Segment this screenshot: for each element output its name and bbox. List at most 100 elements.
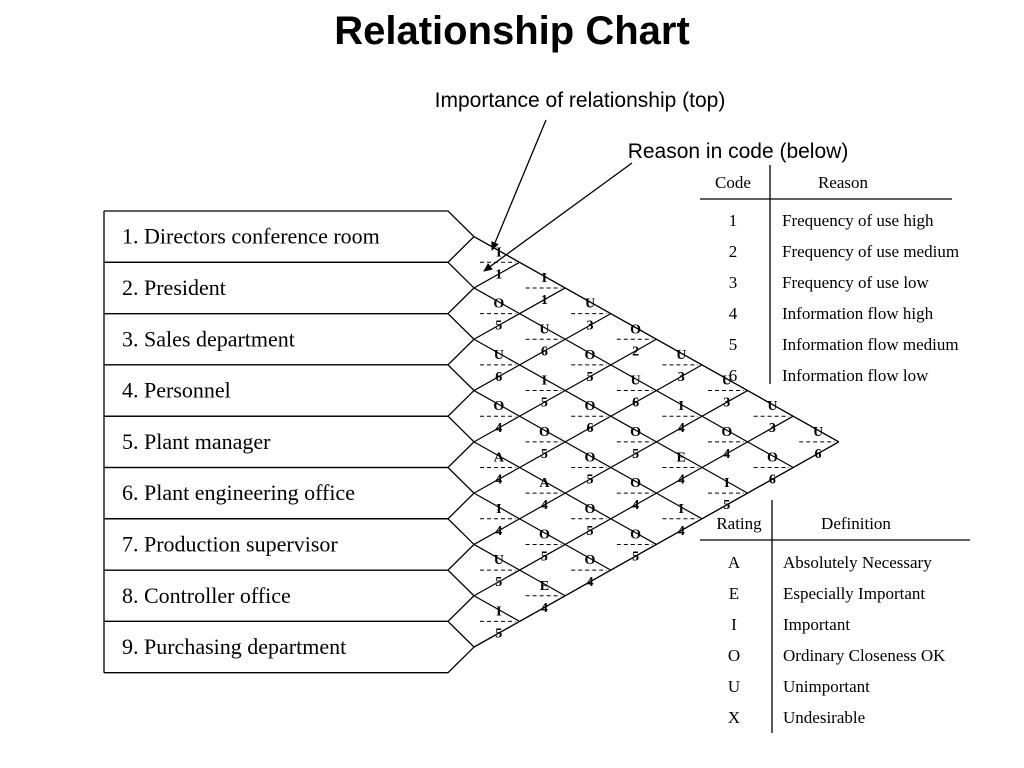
- matrix-reason: 5: [587, 473, 594, 488]
- matrix-rating: I: [678, 502, 683, 517]
- matrix-reason: 6: [541, 344, 548, 359]
- rating-header-rating: Rating: [716, 514, 762, 533]
- rating-header-definition: Definition: [821, 514, 891, 533]
- matrix-rating: O: [630, 322, 641, 337]
- matrix-rating: U: [494, 553, 504, 568]
- reason-header-code: Code: [715, 173, 751, 192]
- matrix-gridline: [473, 390, 748, 545]
- matrix-reason: 5: [587, 524, 594, 539]
- matrix-rating: U: [722, 374, 732, 389]
- matrix-reason: 5: [587, 370, 594, 385]
- matrix-rating: I: [496, 604, 501, 619]
- department-label: 6. Plant engineering office: [122, 480, 355, 505]
- matrix-rating: O: [585, 348, 596, 363]
- matrix-gridline: [473, 287, 794, 469]
- matrix-rating: I: [496, 245, 501, 260]
- matrix-rating: U: [676, 348, 686, 363]
- matrix-reason: 4: [678, 473, 685, 488]
- reason-code: 3: [729, 273, 738, 292]
- reason-code: 2: [729, 242, 738, 261]
- matrix-rating: O: [493, 297, 504, 312]
- matrix-rating: O: [767, 451, 778, 466]
- matrix-rating: O: [721, 425, 732, 440]
- matrix-rating: O: [585, 399, 596, 414]
- matrix-reason: 1: [541, 293, 548, 308]
- rating-text: Ordinary Closeness OK: [783, 646, 946, 665]
- matrix-reason: 5: [495, 319, 502, 334]
- callout-importance: Importance of relationship (top): [435, 89, 726, 112]
- matrix-rating: U: [631, 374, 641, 389]
- matrix-reason: 5: [541, 549, 548, 564]
- matrix-reason: 4: [632, 498, 639, 513]
- matrix-rating: O: [493, 399, 504, 414]
- matrix-reason: 5: [723, 498, 730, 513]
- matrix-gridline: [473, 595, 520, 622]
- matrix-reason: 3: [587, 319, 594, 334]
- matrix-reason: 3: [769, 421, 776, 436]
- matrix-reason: 4: [495, 421, 502, 436]
- reason-text: Frequency of use medium: [782, 242, 959, 261]
- matrix-reason: 4: [541, 601, 548, 616]
- matrix-reason: 5: [632, 447, 639, 462]
- rating-code: O: [728, 646, 740, 665]
- matrix-reason: 4: [678, 421, 685, 436]
- callout-importance-arrow: [491, 119, 547, 251]
- matrix-reason: 6: [495, 370, 502, 385]
- rating-code: I: [731, 615, 737, 634]
- matrix-rating: O: [630, 476, 641, 491]
- department-label: 3. Sales department: [122, 326, 295, 351]
- department-label: 9. Purchasing department: [122, 634, 346, 659]
- matrix-rating: U: [813, 425, 823, 440]
- matrix-reason: 3: [723, 396, 730, 411]
- matrix-reason: 5: [495, 626, 502, 641]
- matrix-reason: 4: [678, 524, 685, 539]
- rating-code: U: [728, 677, 740, 696]
- reason-text: Frequency of use high: [782, 211, 934, 230]
- matrix-rating: I: [678, 399, 683, 414]
- matrix-gridline: [473, 390, 703, 520]
- matrix-rating: I: [542, 271, 547, 286]
- reason-text: Information flow high: [782, 304, 934, 323]
- matrix-reason: 4: [541, 498, 548, 513]
- matrix-rating: O: [585, 553, 596, 568]
- rating-text: Absolutely Necessary: [783, 553, 932, 572]
- matrix-gridline: [473, 313, 612, 392]
- department-label: 1. Directors conference room: [122, 224, 380, 249]
- matrix-rating: I: [542, 374, 547, 389]
- matrix-reason: 4: [495, 473, 502, 488]
- matrix-rating: O: [585, 502, 596, 517]
- matrix-gridline: [473, 364, 703, 494]
- matrix-reason: 1: [495, 267, 502, 282]
- matrix-rating: E: [540, 579, 549, 594]
- matrix-gridline: [473, 287, 566, 340]
- matrix-rating: O: [630, 527, 641, 542]
- matrix-gridline: [473, 338, 657, 443]
- rating-code: A: [728, 553, 741, 572]
- matrix-reason: 3: [678, 370, 685, 385]
- rating-text: Unimportant: [783, 677, 870, 696]
- reason-code: 5: [729, 335, 738, 354]
- matrix-gridline: [473, 415, 794, 597]
- department-label: 5. Plant manager: [122, 429, 271, 454]
- matrix-rating: A: [539, 476, 550, 491]
- matrix-rating: U: [585, 297, 595, 312]
- matrix-rating: U: [539, 322, 549, 337]
- matrix-reason: 6: [769, 473, 776, 488]
- matrix-rating: E: [677, 451, 686, 466]
- matrix-reason: 4: [495, 524, 502, 539]
- reason-code: 1: [729, 211, 738, 230]
- matrix-reason: 6: [587, 421, 594, 436]
- matrix-reason: 5: [541, 447, 548, 462]
- matrix-reason: 6: [815, 447, 822, 462]
- matrix-border: [473, 441, 840, 648]
- matrix-reason: 2: [632, 344, 639, 359]
- reason-code-table: Code Reason 1 Frequency of use high 2 Frequen…: [700, 165, 959, 385]
- matrix-rating: A: [494, 451, 505, 466]
- reason-header-reason: Reason: [818, 173, 869, 192]
- matrix-rating: I: [724, 476, 729, 491]
- department-label: 8. Controller office: [122, 583, 291, 608]
- matrix-gridline: [473, 492, 612, 571]
